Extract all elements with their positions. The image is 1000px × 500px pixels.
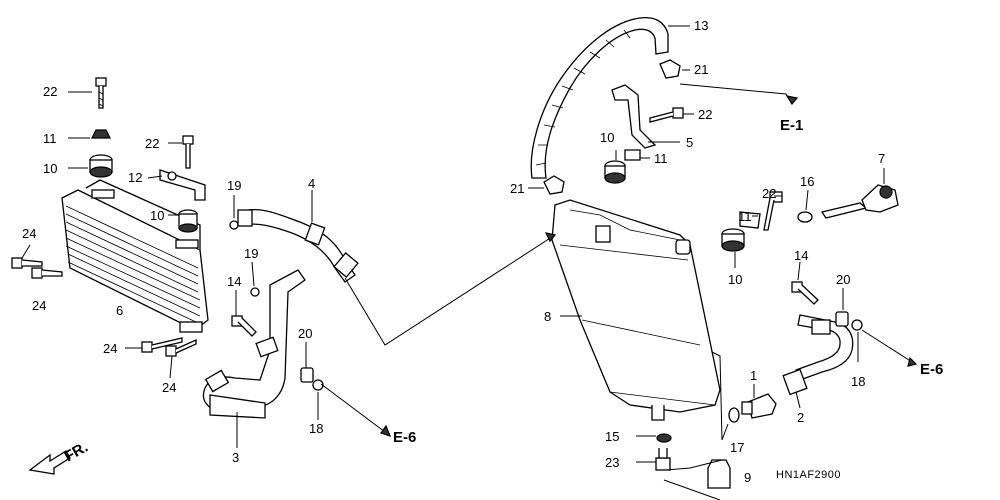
oil-cooler bbox=[61, 179, 209, 333]
callout-10: 10 bbox=[150, 208, 164, 223]
dowel-20-left bbox=[300, 367, 314, 383]
arrow-e6-right bbox=[907, 356, 918, 367]
bracket-12 bbox=[159, 169, 206, 201]
ref-e6-right: E-6 bbox=[920, 361, 943, 378]
callout-23: 23 bbox=[605, 455, 619, 470]
hose-4 bbox=[237, 208, 359, 283]
cap-9 bbox=[707, 459, 731, 489]
callout-17: 17 bbox=[730, 440, 744, 455]
callout-13: 13 bbox=[694, 18, 708, 33]
oil-tank bbox=[551, 199, 721, 421]
callout-20: 20 bbox=[298, 326, 312, 341]
drain-bolt-23 bbox=[655, 448, 671, 471]
washer-15 bbox=[656, 433, 672, 443]
front-direction-label: FR. bbox=[62, 439, 91, 466]
arrow-e6-left bbox=[380, 424, 392, 437]
dipstick-7 bbox=[820, 184, 899, 219]
rubber-10-mid bbox=[178, 209, 198, 233]
callout-3: 3 bbox=[232, 450, 239, 465]
o-ring-19-upper bbox=[229, 220, 239, 230]
callout-10: 10 bbox=[728, 272, 742, 287]
callout-24: 24 bbox=[103, 341, 117, 356]
callout-11: 11 bbox=[738, 209, 752, 224]
callout-9: 9 bbox=[744, 470, 751, 485]
bolt-22-bracket bbox=[182, 135, 194, 169]
callout-6: 6 bbox=[116, 303, 123, 318]
callout-1: 1 bbox=[750, 368, 757, 383]
washer-16 bbox=[797, 211, 813, 223]
hose-3 bbox=[202, 269, 306, 419]
callout-11: 11 bbox=[654, 151, 668, 166]
callout-10: 10 bbox=[43, 161, 57, 176]
ref-e1: E-1 bbox=[780, 117, 803, 134]
o-ring-18-right bbox=[851, 319, 863, 331]
callout-21: 21 bbox=[694, 62, 708, 77]
bracket-5 bbox=[611, 84, 657, 149]
callout-15: 15 bbox=[605, 429, 619, 444]
rubber-10-top bbox=[604, 160, 626, 184]
arrow-e1 bbox=[785, 95, 799, 106]
callout-12: 12 bbox=[128, 170, 142, 185]
callout-22: 22 bbox=[698, 107, 712, 122]
callout-11: 11 bbox=[43, 131, 57, 146]
callout-8: 8 bbox=[544, 309, 551, 324]
callout-20: 20 bbox=[836, 272, 850, 287]
bolt-22-upper-left bbox=[95, 77, 107, 109]
bolt-14-left bbox=[231, 315, 257, 337]
callout-7: 7 bbox=[878, 151, 885, 166]
callout-2: 2 bbox=[797, 410, 804, 425]
sensor-1 bbox=[741, 393, 777, 419]
arrow-e6-tank bbox=[544, 232, 557, 243]
collar-11-upper-left bbox=[91, 129, 111, 139]
bolts-24-lower bbox=[141, 337, 197, 357]
callout-18: 18 bbox=[851, 374, 865, 389]
rubber-10-right bbox=[721, 228, 745, 252]
bolt-22-top-right bbox=[649, 107, 684, 123]
callout-19: 19 bbox=[227, 178, 241, 193]
callout-21: 21 bbox=[510, 181, 524, 196]
o-ring-19-lower bbox=[250, 287, 260, 297]
dowel-20-right bbox=[835, 311, 849, 327]
drawing-code: HN1AF2900 bbox=[776, 469, 841, 481]
leader-lines bbox=[21, 25, 913, 500]
callout-5: 5 bbox=[686, 135, 693, 150]
bolts-24-left bbox=[11, 257, 63, 279]
bolt-22-right bbox=[763, 191, 783, 231]
callout-24: 24 bbox=[32, 298, 46, 313]
clamp-21-upper bbox=[659, 59, 681, 79]
callout-24: 24 bbox=[162, 380, 176, 395]
hose-2 bbox=[782, 314, 854, 396]
callout-19: 19 bbox=[244, 246, 258, 261]
rubber-10-upper-left bbox=[89, 154, 113, 178]
callout-10: 10 bbox=[600, 130, 614, 145]
callout-16: 16 bbox=[800, 174, 814, 189]
breather-hose-13 bbox=[530, 16, 669, 179]
bolt-14-right bbox=[791, 281, 819, 305]
clamp-21-lower bbox=[543, 175, 565, 195]
callout-24: 24 bbox=[22, 226, 36, 241]
o-ring-18-left bbox=[312, 379, 324, 391]
callout-14: 14 bbox=[227, 274, 241, 289]
washer-17 bbox=[728, 407, 740, 423]
collar-11-mid bbox=[624, 149, 641, 161]
callout-22: 22 bbox=[43, 84, 57, 99]
callout-22: 22 bbox=[145, 136, 159, 151]
callout-14: 14 bbox=[794, 248, 808, 263]
ref-e6-left: E-6 bbox=[393, 429, 416, 446]
callout-4: 4 bbox=[308, 176, 315, 191]
front-direction-arrow: FR. bbox=[28, 439, 91, 475]
callout-22: 22 bbox=[762, 186, 776, 201]
callout-18: 18 bbox=[309, 421, 323, 436]
